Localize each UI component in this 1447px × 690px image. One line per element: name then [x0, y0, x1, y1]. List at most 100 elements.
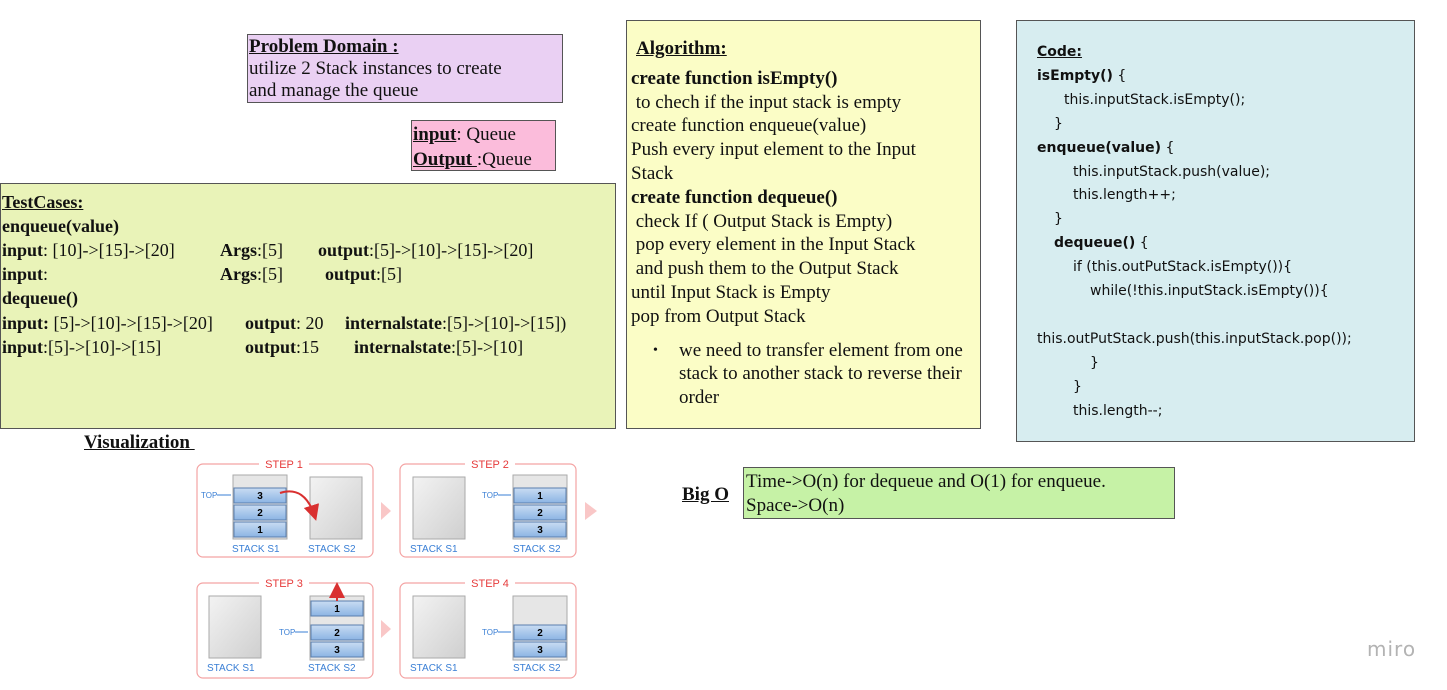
step-1-s1-cell-mid: 2 [257, 508, 263, 519]
test-row-2-val-1: : [43, 264, 49, 285]
test-row-1: input: [10]->[15]->[20] Args:[5] output:… [2, 238, 615, 262]
algorithm-note[interactable]: Algorithm: create function isEmpty() to … [626, 20, 981, 429]
bullet-dot-icon: • [653, 342, 658, 358]
step-1-transfer-arrow-icon [279, 490, 320, 521]
step-1-label: STEP 1 [265, 459, 303, 471]
problem-domain-note[interactable]: Problem Domain : utilize 2 Stack instanc… [247, 34, 563, 103]
test-row-1-key-2: Args [220, 240, 257, 261]
step-1-panel: STEP 1 3 2 1 TOP STACK S1 STACK S2 [196, 458, 374, 558]
code-enqueue-brace: { [1161, 139, 1175, 156]
output-value: :Queue [476, 149, 532, 170]
test-row-3: input: [5]->[10]->[15]->[20] output: 20 … [2, 311, 615, 335]
step-4-s2-label: STACK S2 [513, 663, 561, 674]
step-3-s2-label: STACK S2 [308, 663, 356, 674]
problem-domain-line-2: and manage the queue [249, 80, 419, 101]
code-line-7: while(!this.inputStack.isEmpty()){ [1090, 283, 1329, 300]
algorithm-line-9: and push them to the Output Stack [631, 258, 899, 280]
code-note[interactable]: Code: isEmpty() { this.inputStack.isEmpt… [1016, 20, 1415, 442]
test-row-4: input:[5]->[10]->[15] output:15 internal… [2, 335, 615, 359]
algorithm-line-8: pop every element in the Input Stack [631, 234, 916, 256]
algorithm-line-5: Stack [631, 162, 674, 184]
test-row-1-key-1: input [2, 240, 44, 261]
algorithm-bullet-text: we need to transfer element from one sta… [679, 339, 963, 409]
step-2-top-label: TOP [482, 491, 498, 500]
step-3-s2-cell-bottom: 3 [334, 645, 340, 656]
test-row-4-val-2: :15 [296, 336, 320, 357]
test-cases-note[interactable]: TestCases: enqueue(value) input: [10]->[… [0, 183, 616, 429]
test-row-1-val-1: : [10]->[15]->[20] [43, 240, 175, 261]
problem-domain-title: Problem Domain : [249, 36, 399, 57]
test-row-2-val-3: :[5] [376, 264, 403, 285]
test-row-3-key-2: output [245, 312, 297, 333]
code-line-1: this.inputStack.isEmpty(); [1064, 91, 1246, 108]
step-3-top-label: TOP [279, 628, 295, 637]
input-value: : Queue [456, 124, 516, 145]
test-row-4-key-2: output [245, 336, 297, 357]
step-2-s2-cell-mid: 2 [537, 508, 543, 519]
test-row-1-val-2: :[5] [257, 240, 283, 261]
big-o-space: Space->O(n) [746, 495, 845, 516]
test-row-2-key-2: Args [220, 264, 257, 285]
test-row-4-key-3: internalstate [354, 336, 451, 357]
code-line-3: this.inputStack.push(value); [1073, 163, 1271, 180]
algorithm-title: Algorithm: [636, 38, 727, 59]
code-line-10: } [1073, 378, 1082, 395]
step-2-s2-cell-top: 1 [537, 491, 543, 502]
code-dequeue-brace: { [1135, 235, 1149, 252]
enqueue-header: enqueue(value) [2, 216, 119, 237]
test-cases-title: TestCases: [2, 192, 84, 212]
code-enqueue-signature: enqueue(value) [1037, 139, 1162, 156]
test-row-3-val-2: : 20 [296, 312, 324, 333]
algorithm-line-11: pop from Output Stack [631, 305, 806, 327]
step-4-s2-cell-top: 2 [537, 628, 543, 639]
step-1-s1-label: STACK S1 [232, 544, 280, 555]
big-o-note[interactable]: Time->O(n) for dequeue and O(1) for enqu… [743, 467, 1175, 519]
test-row-1-key-3: output [318, 240, 370, 261]
visualization-title: Visualization [84, 432, 195, 453]
algorithm-line-6: create function dequeue() [631, 186, 838, 208]
algorithm-line-7: check If ( Output Stack is Empty) [631, 210, 893, 232]
test-row-2-key-3: output [325, 264, 377, 285]
test-row-3-key-3: internalstate [345, 312, 442, 333]
algorithm-line-3: create function enqueue(value) [631, 115, 867, 137]
test-row-4-key-1: input [2, 336, 44, 357]
step-2-s2-label: STACK S2 [513, 544, 561, 555]
test-row-2-val-2: :[5] [257, 264, 283, 285]
step-3-label: STEP 3 [265, 578, 303, 590]
step-1-next-arrow-icon [381, 502, 391, 520]
test-row-3-val-3: :[5]->[10]->[15]) [441, 312, 567, 333]
problem-domain-line-1: utilize 2 Stack instances to create [249, 58, 502, 79]
stack-queue-visualization[interactable]: STEP 1 3 2 1 TOP STACK S1 STACK S2 STEP … [195, 455, 605, 683]
test-row-4-val-1: :[5]->[10]->[15] [43, 336, 162, 357]
step-4-panel: STEP 4 2 3 TOP STACK S1 STACK S2 [399, 577, 577, 679]
step-2-next-arrow-icon [585, 502, 597, 520]
step-3-s1-label: STACK S1 [207, 663, 255, 674]
code-line-11: this.length--; [1073, 402, 1163, 419]
step-4-s1-label: STACK S1 [410, 663, 458, 674]
algorithm-bullet: • we need to transfer element from one s… [653, 339, 980, 410]
dequeue-header: dequeue() [2, 288, 78, 309]
step-3-s2-cell-popped: 1 [334, 604, 340, 615]
test-row-4-val-3: :[5]->[10] [450, 336, 524, 357]
step-4-top-label: TOP [482, 628, 498, 637]
step-3-next-arrow-icon [381, 620, 391, 638]
step-2-s2-cell-bottom: 3 [537, 525, 543, 536]
code-isempty-brace: { [1112, 67, 1127, 84]
code-line-6: if (this.outPutStack.isEmpty()){ [1073, 259, 1293, 276]
output-label: Output [413, 149, 477, 170]
miro-watermark-logo: miro [1367, 637, 1417, 661]
code-line-8: this.outPutStack.push(this.inputStack.po… [1037, 330, 1352, 347]
code-isempty-signature: isEmpty() [1037, 67, 1113, 84]
code-line-9: } [1090, 354, 1099, 371]
step-2-s1-label: STACK S1 [410, 544, 458, 555]
big-o-label: Big O [682, 484, 729, 505]
step-3-s2-cell-mid: 2 [334, 628, 340, 639]
input-output-note[interactable]: input: Queue Output :Queue [411, 120, 556, 171]
big-o-time: Time->O(n) for dequeue and O(1) for enqu… [746, 471, 1106, 492]
input-label: input [413, 124, 457, 145]
code-line-2: } [1054, 115, 1063, 132]
code-line-4: this.length++; [1073, 187, 1176, 204]
step-2-label: STEP 2 [471, 459, 509, 471]
algorithm-line-4: Push every input element to the Input [631, 139, 916, 161]
test-row-3-val-1: [5]->[10]->[15]->[20] [49, 312, 213, 333]
